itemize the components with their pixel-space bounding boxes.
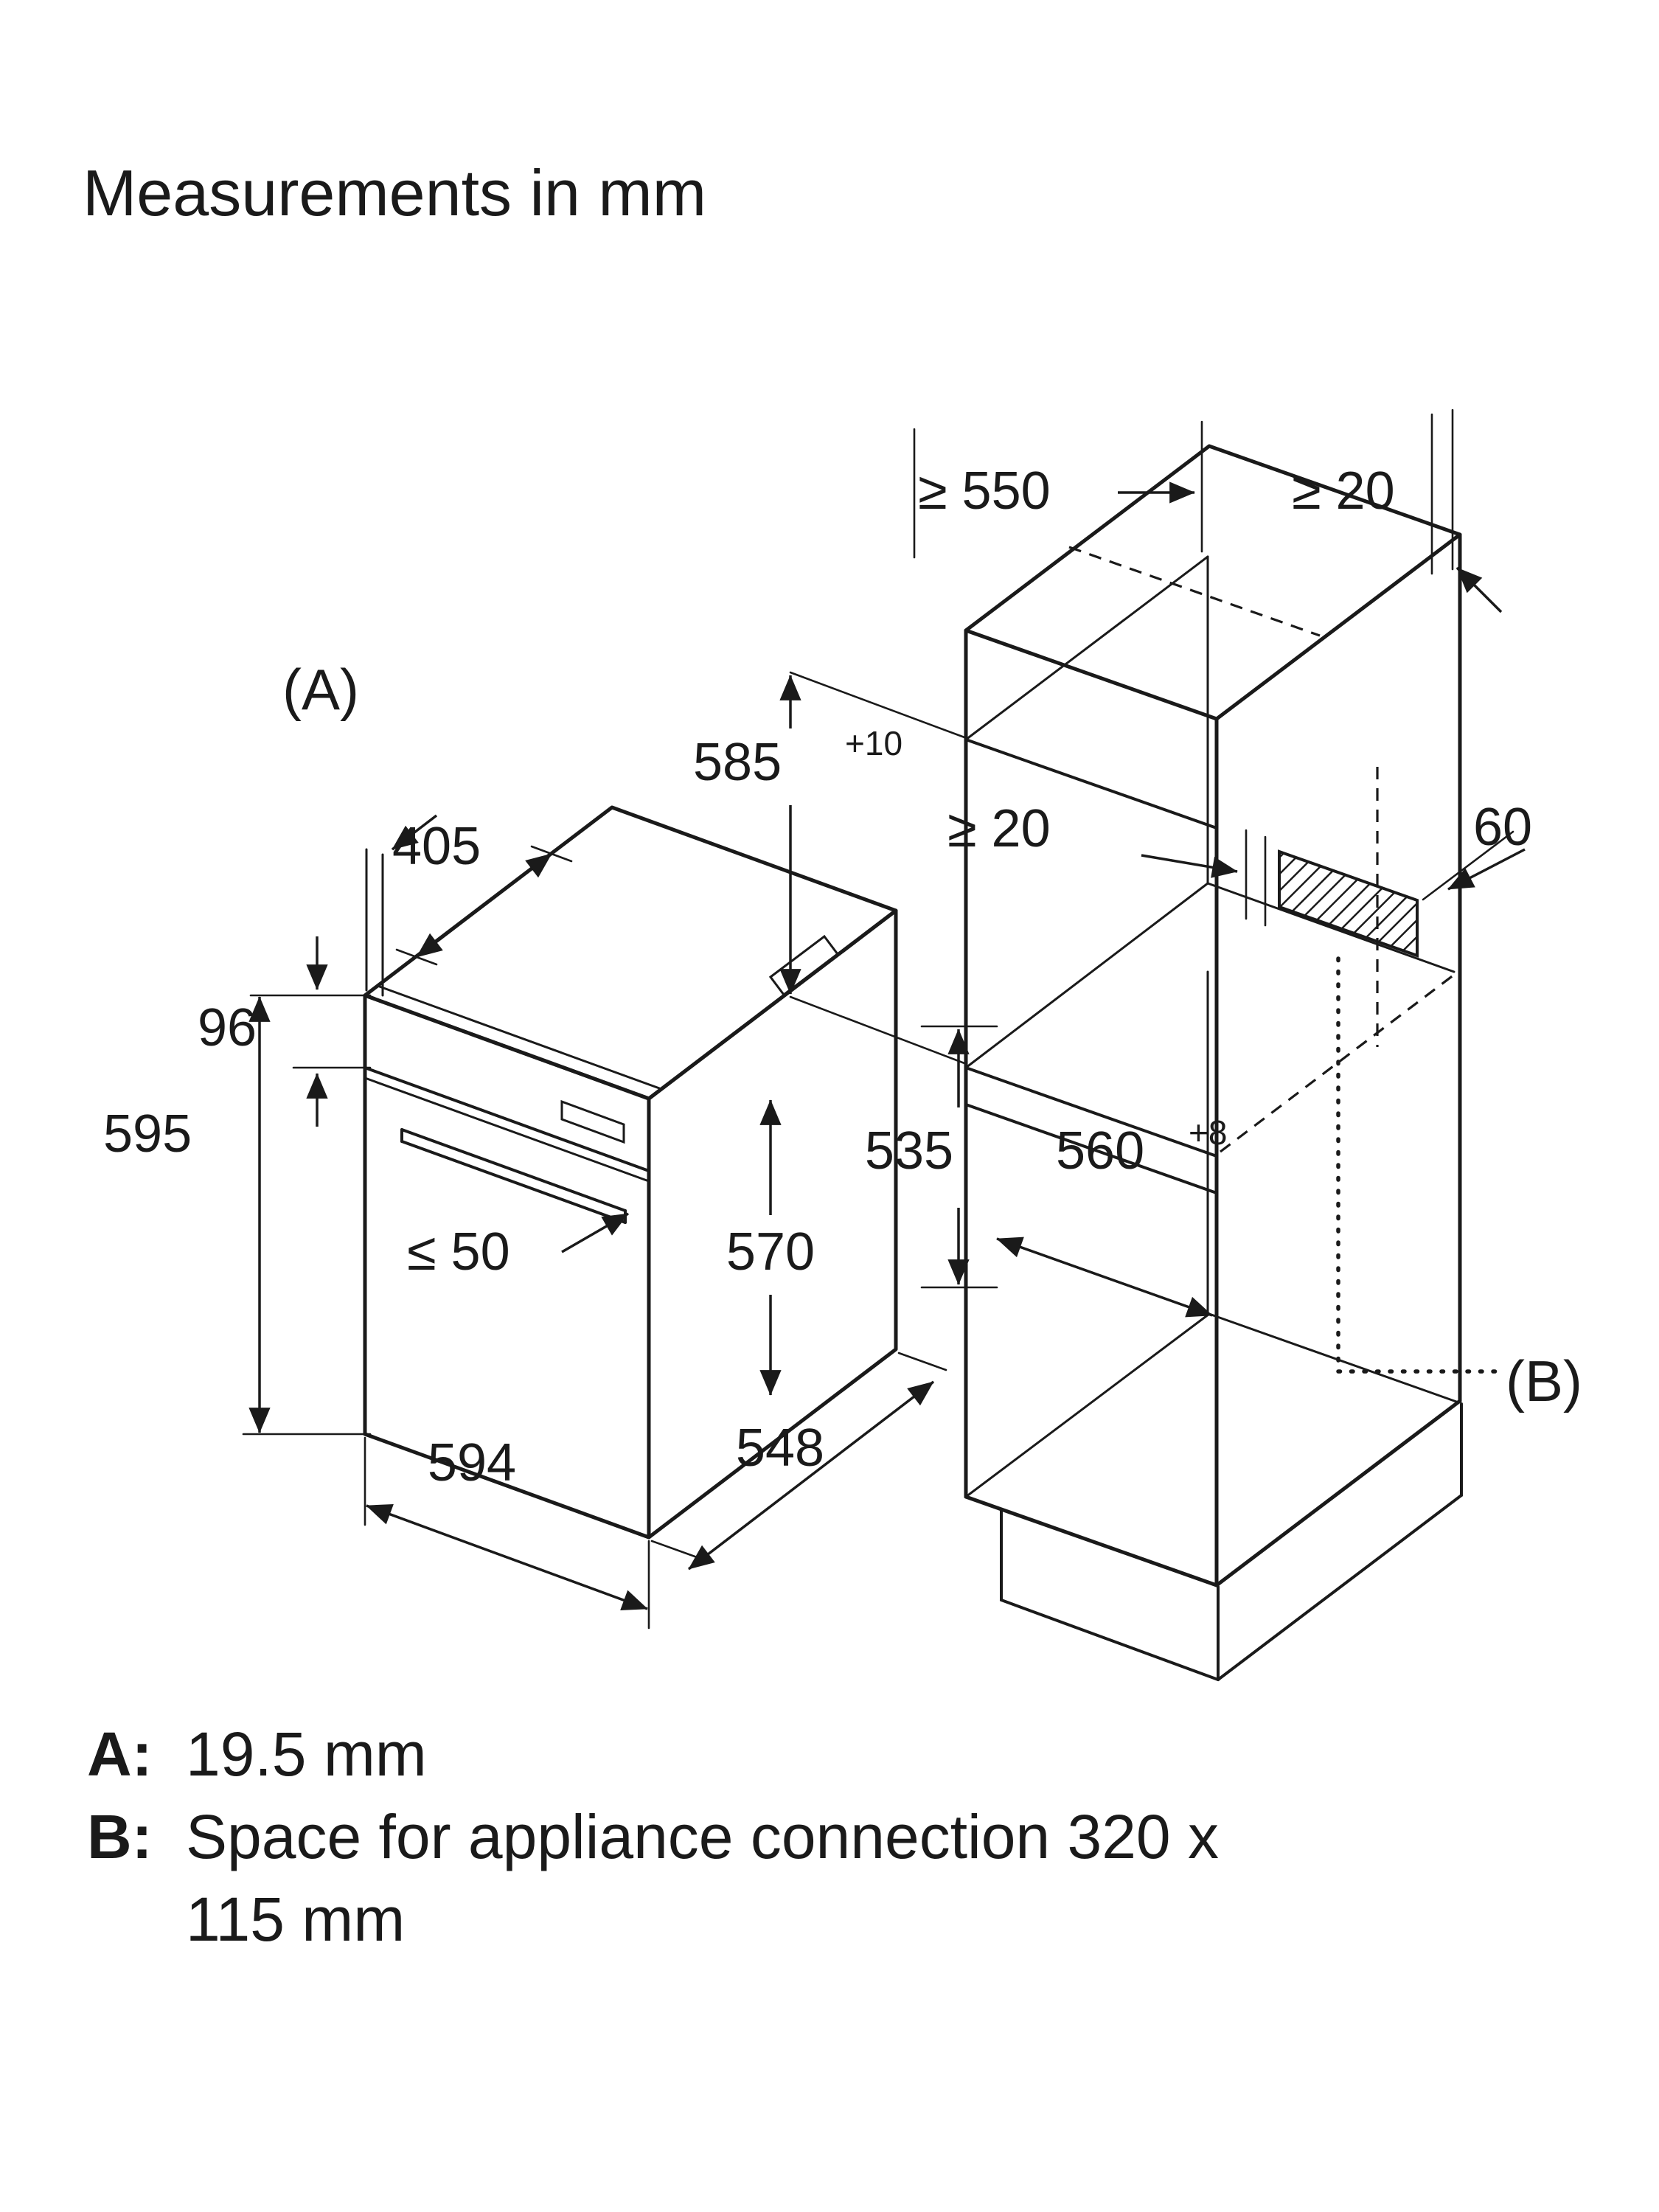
legend: A: 19.5 mm B: Space for appliance connec… [87, 1719, 1219, 1954]
door-top-gap-line [364, 1077, 650, 1183]
dim-60-arrow [1447, 848, 1526, 891]
dim-line-594 [366, 1503, 648, 1611]
tall-cabinet-isometric [964, 444, 1498, 1681]
label-b: (B) [1506, 1349, 1582, 1413]
dim-line-405 [415, 852, 553, 959]
page-title: Measurements in mm [83, 156, 706, 229]
control-panel-bottom-line [364, 1066, 650, 1172]
cabinet-dimensions: ≥ 550 ≥ 20 585 +10 ≥ 20 60 560 +8 [693, 408, 1582, 1413]
dim-niche-width: 560 [1056, 1121, 1144, 1180]
door-handle [400, 1128, 627, 1224]
ext-548-front [650, 1540, 700, 1559]
a-arrow [391, 814, 438, 851]
dim-oven-top-depth: 405 [392, 817, 481, 876]
connection-space-leader [1336, 956, 1498, 1374]
ext-548-back [897, 1352, 947, 1371]
side-grip-cutout [768, 934, 840, 997]
dim-line-560 [996, 1237, 1213, 1318]
dim-top20-arrow [1455, 566, 1503, 613]
cabinet-bottom-right-edge [1214, 1399, 1462, 1587]
ext-60 [1422, 830, 1514, 901]
legend-a-prefix: A: [87, 1719, 153, 1789]
control-display [560, 1099, 625, 1144]
ext-585-bottom [789, 995, 966, 1065]
floor-left-edge [964, 1312, 1211, 1498]
legend-b-text-line2: 115 mm [186, 1885, 405, 1954]
dim-connection-depth: 60 [1473, 798, 1532, 857]
dim-handle-clearance: ≤ 50 [407, 1222, 510, 1281]
legend-a-text: 19.5 mm [186, 1719, 427, 1789]
dim-405-tick-1 [395, 948, 438, 966]
dim-405-tick-2 [530, 845, 573, 863]
oven-dimensions: (A) 405 96 595 ≤ 50 570 [103, 657, 998, 1630]
dim-control-panel-height: 96 [198, 998, 257, 1057]
dim-cavity-height: 535 [865, 1121, 953, 1180]
legend-b-text: Space for appliance connection 320 x [186, 1802, 1219, 1871]
dim-oven-depth: 548 [736, 1419, 824, 1478]
dim-oven-height: 595 [103, 1105, 192, 1164]
hidden-shelf-edge [1220, 973, 1455, 1153]
dim-top-clearance: ≥ 20 [1292, 462, 1395, 521]
top-board-underside [964, 738, 1218, 830]
legend-b-prefix: B: [87, 1802, 153, 1871]
dim-niche-height-tolerance: +10 [845, 724, 902, 762]
hidden-top-edge [1068, 546, 1321, 637]
dim-handle-arrow [561, 1212, 629, 1253]
dim-door-depth: 570 [726, 1222, 815, 1281]
dim-rear20-arrow [1141, 854, 1238, 878]
label-a: (A) [282, 657, 359, 722]
niche-top-left-inner-edge [964, 555, 1209, 741]
dim-oven-width: 594 [428, 1433, 516, 1492]
cabinet-bottom-front-edge [964, 1495, 1219, 1587]
floor-back-edge [1208, 1312, 1460, 1404]
mid-shelf [964, 882, 1455, 1194]
connection-space-hatch [1278, 849, 1419, 958]
plinth [1000, 1402, 1463, 1681]
dim-niche-width-tolerance: +8 [1189, 1113, 1227, 1152]
oven-top-frame-line [376, 984, 663, 1091]
dim-niche-height: 585 [693, 733, 782, 792]
dim-cabinet-depth: ≥ 550 [918, 462, 1051, 521]
dim-line-548 [687, 1380, 935, 1571]
ext-585-top [789, 671, 966, 739]
dim-rear-clearance: ≥ 20 [947, 799, 1051, 858]
